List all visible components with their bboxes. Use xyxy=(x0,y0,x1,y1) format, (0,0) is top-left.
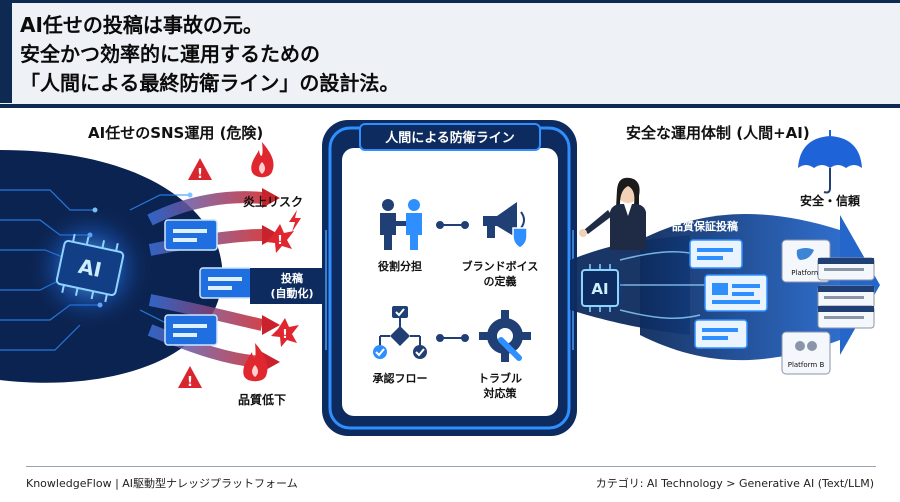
header-accent-bar xyxy=(0,3,12,103)
qa-post-card xyxy=(694,319,748,349)
gear-wrench-icon xyxy=(479,310,531,362)
headline-line-1: AI任せの投稿は事故の元。 xyxy=(20,13,263,37)
diagram-canvas: AI ! 炎上リスク ! ! ! 品質低下 xyxy=(0,120,880,436)
fire-icon xyxy=(243,343,268,382)
center-connector xyxy=(436,334,469,342)
approval-flow-icon xyxy=(373,306,427,359)
headline: AI任せの投稿は事故の元。 安全かつ効率的に運用するための 「人間による最終防衛… xyxy=(20,11,399,98)
lightning-icon xyxy=(289,210,301,232)
left-section-title: AI任せのSNS運用 (危険) xyxy=(88,124,264,142)
svg-text:!: ! xyxy=(197,167,203,182)
megaphone-shield-icon xyxy=(483,202,528,249)
feed-panel xyxy=(817,257,875,329)
risk-quality-label: 品質低下 xyxy=(238,392,286,407)
post-card xyxy=(199,267,253,299)
qa-posts-label: 品質保証投稿 xyxy=(672,219,738,233)
item-brand-label-1: ブランドボイス xyxy=(462,259,539,273)
left-post-cards xyxy=(164,219,253,346)
item-trouble-label-1: トラブル xyxy=(478,371,522,385)
left-chip-label: AI xyxy=(76,254,103,282)
headline-line-3: 「人間による最終防衛ライン」の設計法。 xyxy=(20,71,400,95)
right-chip-label: AI xyxy=(591,280,608,298)
warning-triangle-icon: ! xyxy=(178,366,202,390)
bird-icon xyxy=(796,248,814,260)
right-ai-chip: AI xyxy=(574,262,626,314)
center-connector xyxy=(436,221,469,229)
item-approval-label: 承認フロー xyxy=(373,371,428,385)
header-divider xyxy=(0,104,900,108)
safety-label: 安全・信頼 xyxy=(800,193,861,208)
item-role-label: 役割分担 xyxy=(377,259,422,273)
platform-card-b: Platform B xyxy=(781,331,831,375)
header-band: AI任せの投稿は事故の元。 安全かつ効率的に運用するための 「人間による最終防衛… xyxy=(0,0,900,104)
burst-warning-icon: ! xyxy=(266,224,294,253)
item-brand-label-2: の定義 xyxy=(484,274,517,288)
footer-divider xyxy=(26,466,876,467)
user-group-icon xyxy=(795,341,805,351)
umbrella-icon xyxy=(798,130,862,194)
qa-post-card xyxy=(689,239,743,269)
svg-text:!: ! xyxy=(282,327,287,341)
operator-person-icon xyxy=(579,177,646,250)
platform-a-label: Platform xyxy=(791,269,821,277)
footer-category: カテゴリ: AI Technology > Generative AI (Tex… xyxy=(595,477,874,490)
footer-brand: KnowledgeFlow | AI駆動型ナレッジプラットフォーム xyxy=(26,477,298,490)
platform-b-label: Platform B xyxy=(788,361,825,369)
right-section-title: 安全な運用体制 (人間+AI) xyxy=(626,124,810,142)
warning-triangle-icon: ! xyxy=(188,158,212,182)
item-trouble-label-2: 対応策 xyxy=(483,386,518,400)
left-ai-chip: AI xyxy=(28,206,152,330)
defense-line-title: 人間による防衛ライン xyxy=(385,130,515,146)
risk-fire-label: 炎上リスク xyxy=(243,194,303,209)
qa-post-card xyxy=(704,274,768,312)
svg-text:!: ! xyxy=(277,233,282,247)
headline-line-2: 安全かつ効率的に運用するための xyxy=(20,42,320,66)
post-card xyxy=(164,219,218,251)
post-card xyxy=(164,314,218,346)
post-auto-label-1: 投稿 xyxy=(281,271,303,285)
defense-line-frame: 人間による防衛ライン xyxy=(322,120,577,436)
post-auto-label-2: (自動化) xyxy=(270,286,313,300)
diagram-stage: AI ! 炎上リスク ! ! ! 品質低下 xyxy=(0,110,900,460)
role-division-icon xyxy=(380,199,422,250)
fire-icon xyxy=(251,142,274,178)
svg-text:!: ! xyxy=(187,375,193,390)
burst-warning-icon: ! xyxy=(271,318,299,347)
